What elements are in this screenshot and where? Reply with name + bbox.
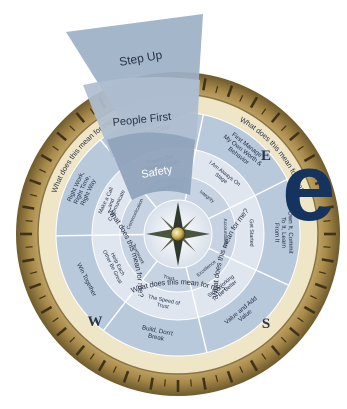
inner-band-label: Accountability	[222, 218, 228, 248]
middle-band-label: Get Started	[248, 219, 254, 247]
compass-letter-west: W	[88, 314, 103, 330]
compass-gem	[170, 226, 186, 242]
background-letter-e: e	[282, 134, 336, 241]
fan-tab-inner-label: Safety	[140, 164, 173, 181]
fan-tab-inner	[107, 132, 195, 200]
compass-star	[146, 202, 210, 266]
compass-letter-east: E	[261, 148, 271, 164]
inner-band-label: Trust	[163, 274, 175, 282]
outer-band-label: Own It, CommitTo It, LearnFrom It	[273, 211, 294, 254]
compass-letter-south: S	[262, 316, 270, 332]
fan-tabs	[66, 14, 203, 200]
